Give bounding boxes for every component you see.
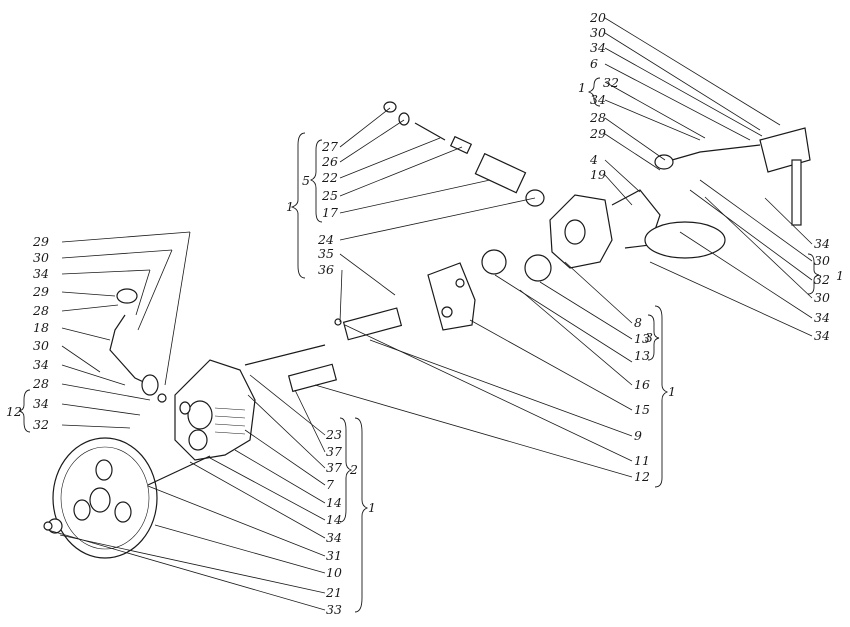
part-label: 32 [603, 75, 619, 90]
part-label: 30 [590, 25, 606, 40]
part-label: 20 [589, 10, 606, 25]
part-label: 34 [33, 357, 49, 372]
part-label: 32 [814, 272, 830, 287]
group-number: 2 [349, 462, 358, 477]
labels-top-right-b: 34 30 32 30 34 34 1 [814, 236, 844, 343]
part-label: 34 [814, 328, 830, 343]
leader-lines [47, 17, 813, 611]
part-label: 34 [33, 396, 49, 411]
group-number: 1 [836, 268, 844, 283]
part-label: 8 [634, 315, 642, 330]
part-label: 17 [322, 205, 338, 220]
part-label: 28 [32, 376, 49, 391]
part-label: 13 [634, 348, 650, 363]
group-number: 1 [368, 500, 376, 515]
part-label: 14 [326, 512, 342, 527]
labels-middle-right: 8 13 13 16 15 9 11 12 3 1 [634, 315, 676, 484]
part-label: 34 [814, 236, 830, 251]
part-label: 19 [590, 167, 606, 182]
part-label: 25 [321, 188, 338, 203]
group-brackets [18, 77, 820, 613]
labels-left: 29 30 34 29 28 18 30 34 28 34 32 1 2 [6, 234, 49, 432]
part-label: 7 [326, 477, 334, 492]
part-label: 37 [326, 444, 342, 459]
part-label: 35 [318, 246, 334, 261]
part-label: 29 [32, 234, 49, 249]
part-label: 34 [814, 310, 830, 325]
part-label: 10 [326, 565, 342, 580]
part-label: 9 [634, 428, 642, 443]
part-label: 30 [33, 338, 49, 353]
bolt-part [147, 455, 211, 486]
shaft-gear-part [287, 307, 403, 393]
part-label: 21 [325, 585, 342, 600]
group-number: 1 [6, 404, 14, 419]
part-label: 15 [634, 402, 650, 417]
part-label: 34 [326, 530, 342, 545]
group-number: 1 [286, 199, 294, 214]
pump-body-part [174, 359, 256, 461]
part-label: 29 [32, 284, 49, 299]
group-number: 5 [302, 173, 310, 188]
part-label: 36 [318, 262, 334, 277]
part-label: 28 [589, 110, 606, 125]
part-label: 24 [317, 232, 334, 247]
part-label: 30 [33, 250, 49, 265]
part-label: 6 [590, 56, 598, 71]
part-label: 28 [32, 303, 49, 318]
part-label: 11 [634, 453, 650, 468]
part-label: 34 [590, 40, 606, 55]
part-label: 29 [589, 126, 606, 141]
part-label: 26 [321, 154, 338, 169]
part-label: 23 [325, 427, 342, 442]
small-gear-part [481, 249, 507, 275]
part-label: 14 [326, 495, 342, 510]
shaft-part [244, 344, 326, 366]
part-label: 18 [33, 320, 49, 335]
part-label: 16 [634, 377, 650, 392]
part-label: 34 [590, 92, 606, 107]
gear-part [43, 437, 158, 559]
part-label: 22 [321, 170, 338, 185]
valve-set-part [383, 101, 545, 207]
part-label: 30 [814, 253, 830, 268]
part-label: 32 [33, 417, 49, 432]
upper-housing-part [549, 189, 726, 269]
part-label: 37 [326, 460, 342, 475]
plate-part [427, 262, 476, 331]
part-label: 27 [321, 139, 338, 154]
part-label: 34 [33, 266, 49, 281]
part-label: 33 [326, 602, 342, 617]
part-label: 12 [634, 469, 650, 484]
part-label: 4 [589, 152, 598, 167]
oil-tube-left-part [109, 288, 167, 403]
part-label: 13 [634, 331, 650, 346]
part-label: 30 [814, 290, 830, 305]
group-number: 2 [13, 404, 22, 419]
group-number: 1 [578, 80, 586, 95]
labels-top-right-a: 20 30 34 6 32 34 28 29 4 19 1 [578, 10, 619, 182]
labels-top-middle: 27 26 22 25 17 5 1 24 35 36 [286, 139, 338, 277]
group-number: 1 [668, 384, 676, 399]
part-label: 31 [326, 548, 342, 563]
labels-bottom-middle: 23 37 37 7 14 14 34 31 10 21 33 2 1 [325, 427, 376, 617]
group-number: 3 [645, 330, 653, 345]
oil-tube-right-part [654, 127, 811, 226]
